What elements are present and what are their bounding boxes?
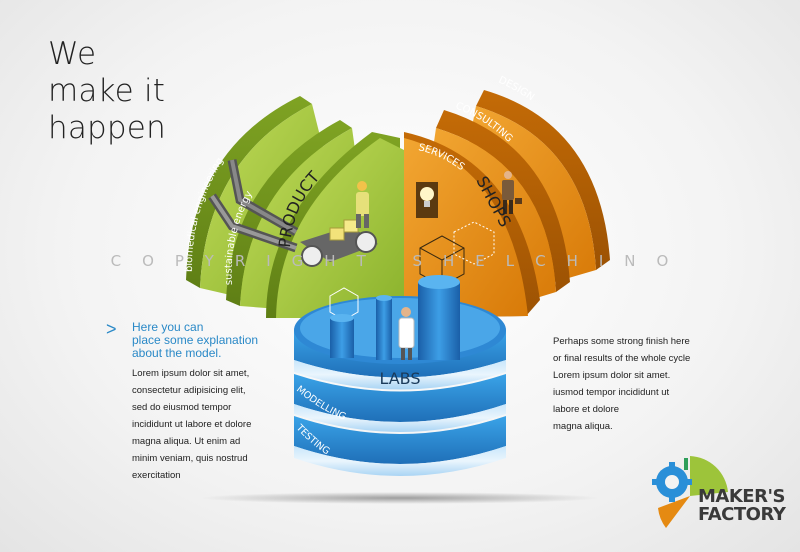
- makers-factory-logo-icon: [652, 456, 728, 528]
- floor-shadow: [200, 492, 600, 504]
- headline-line-1: We: [48, 36, 97, 72]
- logo-line-2: FACTORY: [698, 504, 786, 525]
- left-body-line: exercitation: [132, 470, 181, 481]
- right-line: labore et dolore: [553, 404, 620, 415]
- right-line: Lorem ipsum dolor sit amet.: [553, 370, 671, 381]
- left-body-line: minim veniam, quis nostrud: [132, 453, 248, 464]
- label-labs: LABS: [379, 369, 420, 388]
- right-line: magna aliqua.: [553, 421, 613, 432]
- right-line: Perhaps some strong finish here: [553, 336, 690, 347]
- left-intro-line: Here you can: [132, 320, 204, 334]
- copyright-watermark: COPYRIGHT SHELCHINO: [110, 252, 690, 270]
- left-body-line: incididunt ut labore et dolore: [132, 419, 252, 430]
- chevron-right-icon: >: [106, 319, 117, 339]
- logo-wordmark: MAKER'S FACTORY: [698, 486, 786, 525]
- left-explanation: > Here you can place some explanation ab…: [106, 319, 308, 484]
- worker-icon: [356, 181, 369, 228]
- left-intro-line: place some explanation: [132, 333, 259, 347]
- scientist-icon: [398, 307, 415, 360]
- left-body-line: sed do eiusmod tempor: [132, 402, 232, 413]
- right-line: or final results of the whole cycle: [553, 353, 691, 364]
- blue-cylinder-testing: [294, 416, 506, 476]
- businessman-icon: [502, 171, 522, 214]
- pipes-icon: [208, 159, 299, 253]
- lightbulb-icon: [416, 182, 438, 218]
- headline-line-3: happen: [48, 110, 166, 146]
- headline-line-2: make it: [48, 73, 166, 109]
- left-body-line: magna aliqua. Ut enim ad: [132, 436, 241, 447]
- left-body-line: consectetur adipisicing elit,: [132, 385, 246, 396]
- left-intro: Here you can place some explanation abou…: [132, 321, 308, 360]
- right-line: iusmod tempor incididunt ut: [553, 387, 670, 398]
- tanks-icon: [330, 275, 460, 360]
- headline: We make it happen: [48, 36, 166, 147]
- logo-line-1: MAKER'S: [698, 486, 785, 507]
- left-body-line: Lorem ipsum dolor sit amet,: [132, 368, 250, 379]
- left-body: Lorem ipsum dolor sit amet, consectetur …: [132, 365, 308, 484]
- right-summary: Perhaps some strong finish here or final…: [553, 333, 753, 435]
- conveyor-icon: [300, 219, 378, 267]
- blue-cylinder-modelling: [294, 374, 506, 432]
- left-intro-line: about the model.: [132, 346, 222, 360]
